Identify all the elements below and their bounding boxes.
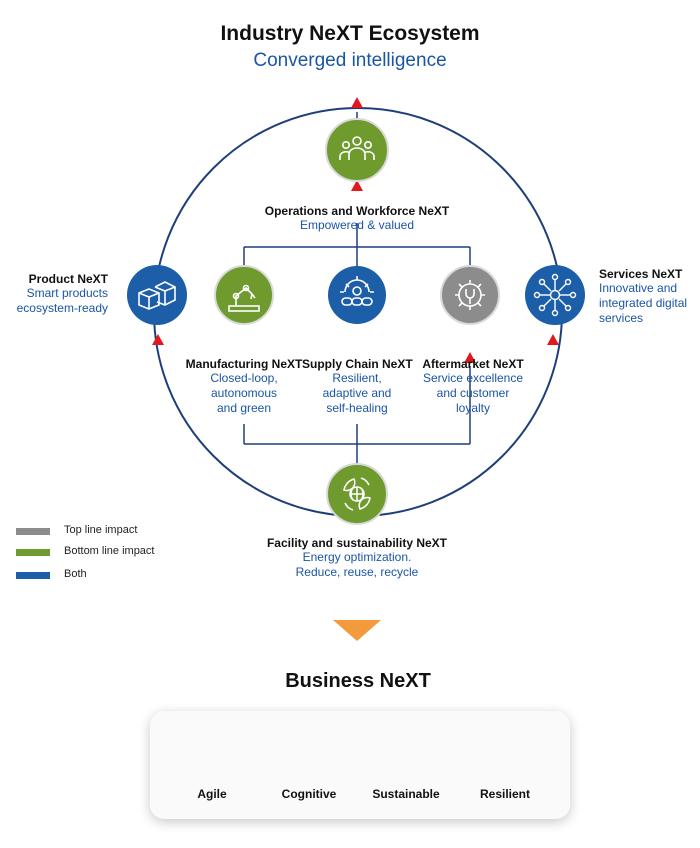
- business-card: [150, 711, 570, 819]
- aftermarket-subtitle-2: and customer: [436, 386, 510, 400]
- operations-label: Operations and Workforce NeXT Empowered …: [207, 204, 507, 233]
- services-title: Services NeXT: [599, 267, 683, 281]
- manufacturing-subtitle-1: Closed-loop,: [210, 371, 278, 385]
- manufacturing-title: Manufacturing NeXT: [185, 357, 303, 371]
- services-node[interactable]: [525, 265, 585, 325]
- facility-subtitle-2: Reduce, reuse, recycle: [295, 565, 419, 579]
- services-subtitle-2: integrated digital: [599, 296, 688, 310]
- supply-chain-subtitle-1: Resilient,: [332, 371, 382, 385]
- legend-label: Both: [64, 568, 87, 580]
- aftermarket-subtitle-1: Service excellence: [422, 371, 524, 385]
- business-title: Business NeXT: [285, 670, 431, 692]
- manufacturing-subtitle-3: and green: [216, 401, 272, 415]
- transition-arrow: [333, 620, 381, 641]
- facility-subtitle-1: Energy optimization.: [302, 550, 412, 564]
- services-subtitle-3: services: [599, 311, 644, 325]
- product-node[interactable]: [127, 265, 187, 325]
- business-label-agile: Agile: [197, 787, 227, 801]
- gear-wrench-icon: [455, 280, 485, 310]
- operations-subtitle: Empowered & valued: [299, 218, 415, 232]
- connector-lines: [243, 112, 471, 463]
- network-hub-icon: [533, 273, 577, 317]
- legend-swatch: [16, 572, 50, 579]
- supply-chain-label: Supply Chain NeXT Resilient, adaptive an…: [302, 357, 413, 416]
- business-label-resilient: Resilient: [479, 787, 530, 801]
- aftermarket-title: Aftermarket NeXT: [422, 357, 524, 371]
- boxes-icon: [138, 281, 176, 310]
- product-title: Product NeXT: [28, 272, 108, 286]
- manufacturing-subtitle-2: autonomous: [210, 386, 278, 400]
- legend-swatch: [16, 549, 50, 556]
- business-label-sustainable: Sustainable: [372, 787, 440, 801]
- facility-title: Facility and sustainability NeXT: [266, 536, 448, 550]
- product-label: Product NeXT Smart products ecosystem-re…: [6, 272, 108, 316]
- aftermarket-subtitle-3: loyalty: [455, 401, 490, 415]
- business-label-cognitive: Cognitive: [281, 787, 337, 801]
- facility-node[interactable]: [326, 463, 388, 525]
- aftermarket-label: Aftermarket NeXT Service excellence and …: [415, 357, 531, 416]
- manufacturing-label: Manufacturing NeXT Closed-loop, autonomo…: [184, 357, 304, 416]
- robot-arm-icon: [228, 284, 260, 312]
- flow-arrows: [152, 97, 559, 363]
- page-title: Industry NeXT Ecosystem: [220, 22, 480, 45]
- arrow-top: [351, 97, 363, 108]
- arrow-operations: [351, 180, 363, 191]
- product-subtitle-1: Smart products: [26, 286, 108, 300]
- gear-chain-icon: [340, 276, 374, 306]
- supply-chain-title: Supply Chain NeXT: [302, 357, 413, 371]
- supply-chain-subtitle-3: self-healing: [326, 401, 388, 415]
- supply-chain-node[interactable]: [328, 266, 386, 324]
- arrow-product: [152, 334, 164, 345]
- operations-node[interactable]: [325, 118, 389, 182]
- globe-leaves-icon: [343, 477, 371, 511]
- operations-title: Operations and Workforce NeXT: [264, 204, 450, 218]
- supply-chain-subtitle-2: adaptive and: [322, 386, 392, 400]
- legend-label: Bottom line impact: [64, 545, 155, 557]
- people-group-icon: [339, 136, 375, 160]
- legend-label: Top line impact: [64, 524, 138, 536]
- services-label: Services NeXT Innovative and integrated …: [599, 267, 697, 326]
- arrow-services: [547, 334, 559, 345]
- arrow-aftermarket: [464, 352, 476, 363]
- manufacturing-node[interactable]: [214, 265, 274, 325]
- product-subtitle-2: ecosystem-ready: [16, 301, 108, 315]
- legend-swatch: [16, 528, 50, 535]
- page-subtitle: Converged intelligence: [253, 50, 447, 71]
- services-subtitle-1: Innovative and: [599, 281, 678, 295]
- facility-label: Facility and sustainability NeXT Energy …: [227, 536, 487, 580]
- aftermarket-node[interactable]: [440, 265, 500, 325]
